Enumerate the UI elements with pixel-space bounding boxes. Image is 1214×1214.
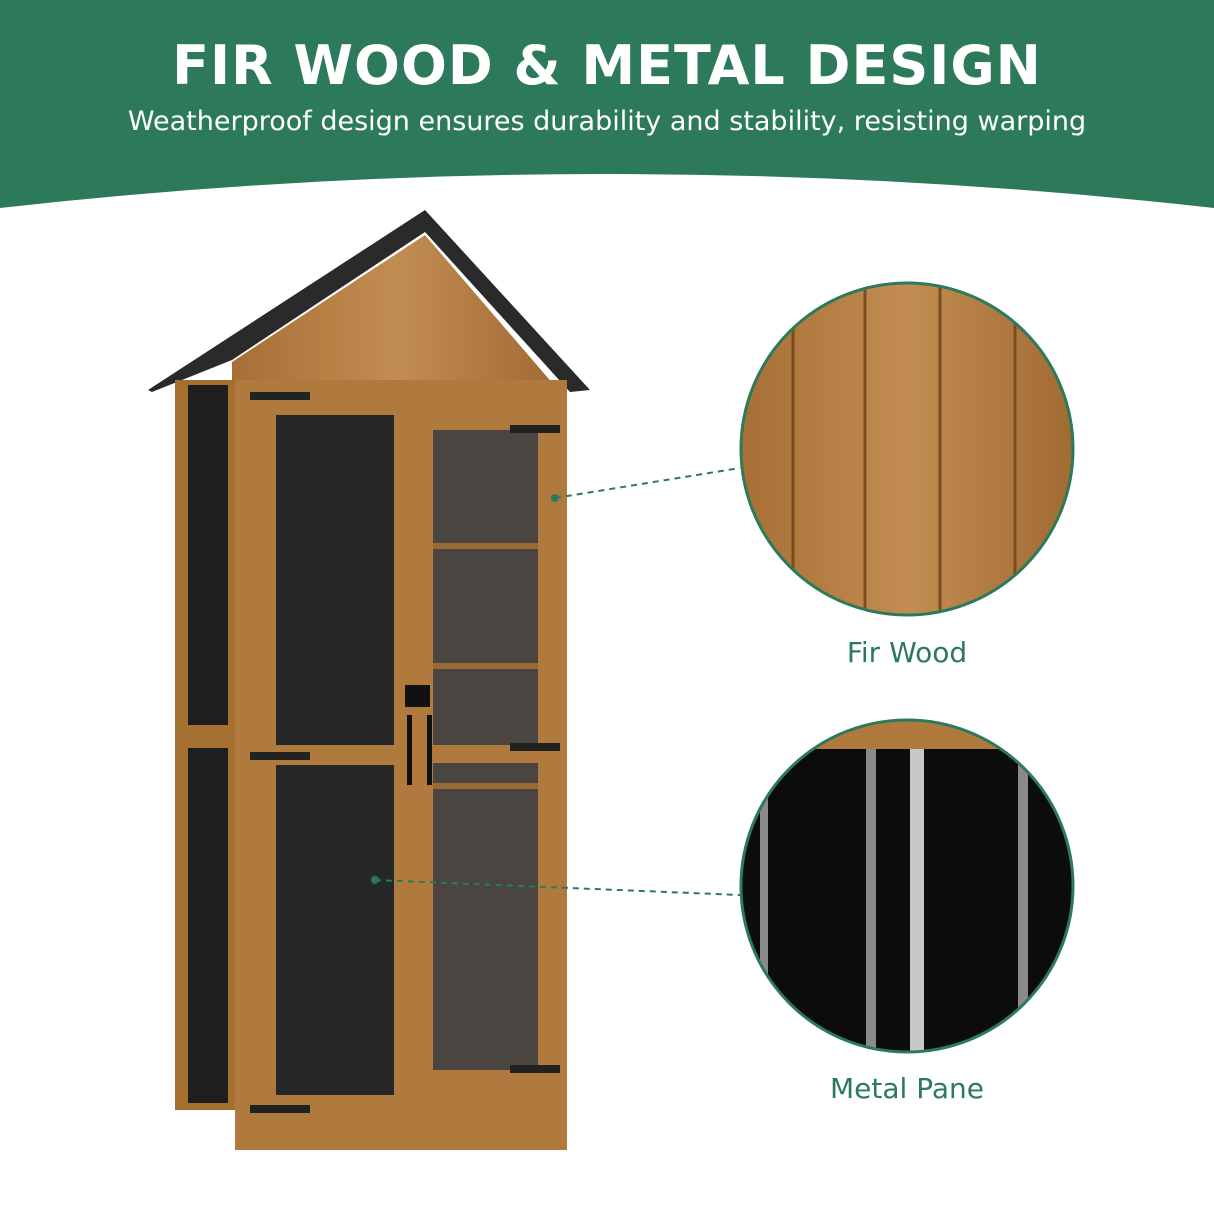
header-banner (0, 0, 1214, 208)
page-title: FIR WOOD & METAL DESIGN (172, 34, 1042, 97)
callout-line-metal (374, 879, 741, 896)
shed-roof (148, 210, 590, 392)
fir-wood-closeup (742, 284, 1072, 614)
callout-line-wood (554, 467, 741, 499)
left-door-panel (276, 415, 394, 745)
shed-gable (232, 235, 560, 392)
door-handle-left (407, 715, 412, 785)
storage-shed (148, 210, 590, 1150)
metal-pane-label: Metal Pane (830, 1072, 984, 1105)
fir-wood-label: Fir Wood (846, 636, 968, 669)
door-latch (405, 685, 430, 707)
door-handle-right (427, 715, 432, 785)
page-subtitle: Weatherproof design ensures durability a… (127, 106, 1087, 137)
